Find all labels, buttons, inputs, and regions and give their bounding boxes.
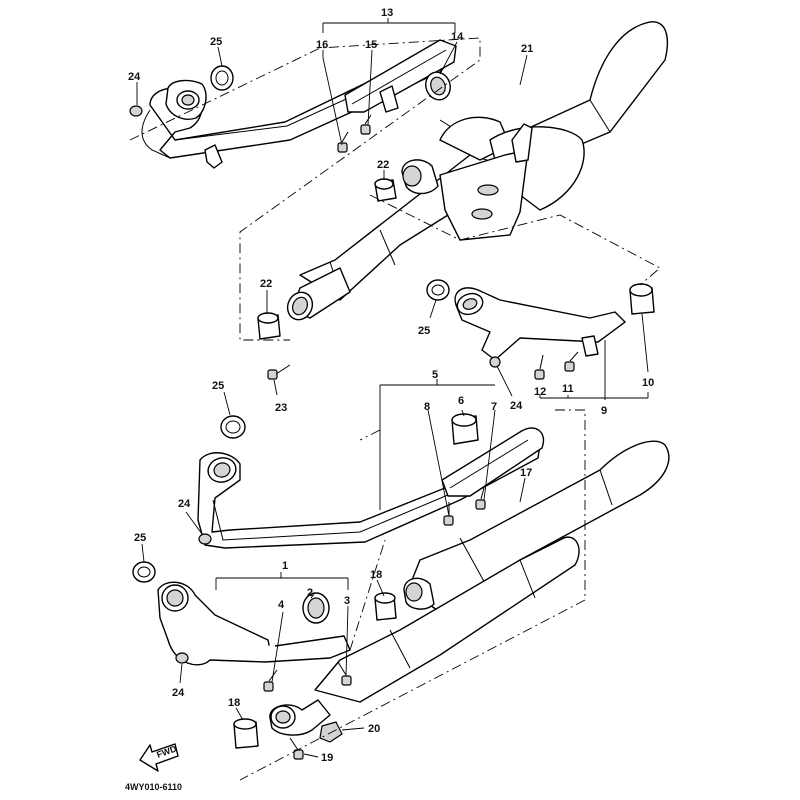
callout-24-right: 24 [510,400,523,412]
gasket-18-lower [233,718,259,749]
callout-16: 16 [316,39,328,51]
gasket-22-upper [374,178,397,202]
right-exhaust-pipe-9 [454,287,626,361]
callout-11: 11 [562,383,574,395]
gasket-2 [302,592,330,624]
upper-front-flange [165,79,207,120]
callout-24-rear: 24 [178,498,191,510]
callout-22-upper: 22 [377,159,389,171]
nut-24-lower [175,652,189,664]
upper-muffler-bracket [439,123,533,241]
gasket-25-upper [210,65,234,91]
nut-24-upper [129,105,143,117]
screws-7-8 [443,487,486,526]
callout-5: 5 [432,369,438,381]
callout-9: 9 [601,405,607,417]
nut-24-right [489,356,501,368]
gasket-25-rear [220,415,246,439]
damper-20 [319,721,343,743]
callout-25-rear: 25 [212,380,224,392]
gasket-25-lower [132,561,156,583]
callout-2: 2 [307,587,313,599]
callout-13: 13 [381,7,393,19]
callout-1: 1 [282,560,288,572]
callout-18-lower: 18 [228,697,240,709]
upper-muffler-inlet [286,267,351,321]
callout-25-lower: 25 [134,532,146,544]
callout-19: 19 [321,752,333,764]
lower-joint-clamp [403,577,435,610]
callout-20: 20 [368,723,380,735]
callout-21: 21 [521,43,533,55]
gasket-6 [451,413,479,445]
gasket-22-lower [257,312,281,340]
bolt-19 [289,737,304,760]
callout-14: 14 [451,31,464,43]
callout-4: 4 [278,599,285,611]
gasket-25-right [426,279,450,301]
upper-bracket-clamp [204,85,399,169]
screws-15-16 [337,114,372,153]
callout-labels: 1 2 3 4 5 6 7 8 9 10 11 12 13 14 15 16 1… [128,7,654,764]
callout-6: 6 [458,395,464,407]
upper-joint-clamp-right [401,159,439,195]
gasket-14 [425,71,451,101]
callout-24-lower: 24 [172,687,185,699]
assembly-outlines [129,37,661,781]
callout-25-upper: 25 [210,36,222,48]
callout-3: 3 [344,595,350,607]
callout-8: 8 [424,401,430,413]
lower-front-exhaust-pipe-1 [157,581,351,666]
callout-18-upper: 18 [370,569,382,581]
bolt-23 [267,364,291,380]
rear-heat-protector [441,427,545,497]
lower-inlet-clamp [269,699,331,736]
nut-24-rear [198,533,212,545]
drawing-code: 4WY010-6110 [125,782,182,792]
lower-muffler [314,440,670,703]
fwd-arrow: FWD [139,743,179,772]
callout-22-lower: 22 [260,278,272,290]
screws-11-12 [534,351,579,380]
callout-25-right: 25 [418,325,430,337]
callout-12: 12 [534,386,546,398]
screws-3-4 [263,661,352,692]
callout-23: 23 [275,402,287,414]
gasket-18-upper [374,592,397,621]
callout-24-upper: 24 [128,71,141,83]
callout-7: 7 [491,401,497,413]
gasket-10 [629,283,655,315]
callout-17: 17 [520,467,532,479]
callout-leaders [136,18,649,758]
upper-front-heat-protector [344,39,457,113]
callout-15: 15 [365,39,377,51]
callout-10: 10 [642,377,654,389]
